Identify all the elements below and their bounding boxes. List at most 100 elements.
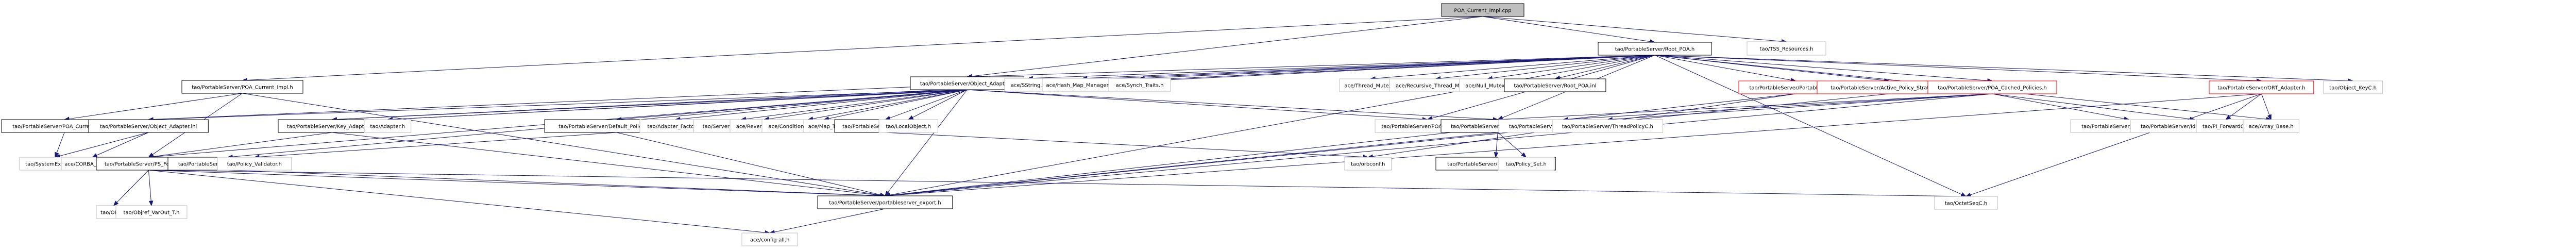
node-object-keyc[interactable]: tao/Object_KeyC.h <box>2323 80 2383 94</box>
edge-obj-adapter-h-to-poa-macros <box>889 89 968 119</box>
edge-root-poa-h-to-root-poa-inl <box>1560 55 1655 78</box>
node-policy-validator[interactable]: tao/Policy_Validator.h <box>217 157 292 171</box>
node-label: tao/PortableServer/Active_Policy_Strateg… <box>1831 86 1947 91</box>
edge-ort-adapter-to-ps-export <box>889 93 2262 196</box>
node-tss-res[interactable]: tao/TSS_Resources.h <box>1747 41 1826 56</box>
edge-root-poa-h-to-null-mutex <box>1492 55 1655 79</box>
node-label: tao/PortableServer/POA_Current_Impl.h <box>192 85 293 91</box>
edges-layer <box>54 16 2354 235</box>
edge-ps-forwardc-to-octetseqc <box>148 170 1962 197</box>
node-label: ace/config-all.h <box>750 238 790 243</box>
node-label: tao/Objref_VarOut_T.h <box>123 210 179 216</box>
node-root-poa-inl[interactable]: tao/PortableServer/Root_POA.inl <box>1504 78 1606 92</box>
node-adapter-h[interactable]: tao/Adapter.h <box>364 119 412 133</box>
edge-obj-adapter-h-to-ps-export <box>888 89 968 193</box>
node-threadpolicy[interactable]: tao/PortableServer/ThreadPolicyC.h <box>1552 119 1664 133</box>
node-ps-export[interactable]: tao/PortableServer/portableserver_export… <box>817 195 953 209</box>
node-label: tao/Policy_Validator.h <box>227 162 282 168</box>
edge-key-adapters-to-ps-export <box>332 132 881 196</box>
node-label: tao/PortableServer/Object_Adapter.h <box>920 81 1014 87</box>
edge-root-poa-h-to-object-keyc <box>1654 55 2349 81</box>
edge-default-pv-to-policy-validator <box>259 132 617 157</box>
node-config-all[interactable]: ace/config-all.h <box>741 232 798 246</box>
edge-ps-forwardc-to-config-all <box>148 170 766 233</box>
node-box <box>1108 78 1171 92</box>
edge-obj-adapter-h-to-poamanagerc <box>967 89 1423 120</box>
edge-ort-adapter-to-octetseqc <box>1970 93 2262 195</box>
node-box <box>741 232 798 246</box>
node-poa-cached[interactable]: tao/PortableServer/POA_Cached_Policies.h <box>1927 80 2057 94</box>
node-label: ace/Hash_Map_Manager_T.h <box>1046 83 1118 89</box>
edge-root-to-poa-cur-h <box>247 16 1483 81</box>
arrowhead-icon <box>91 153 98 158</box>
edge-poa-cur-h-to-poa-cur-inl <box>69 93 243 120</box>
node-label: ace/SString.h <box>1011 83 1045 89</box>
arrowhead-icon <box>907 115 914 120</box>
node-box <box>88 119 209 133</box>
node-orbconf[interactable]: tao/orbconf.h <box>1344 157 1392 171</box>
edge-ps-forwardc-to-objref-varout <box>148 170 151 202</box>
node-label: tao/PortableServer/LifespanPolicyC.h <box>2081 124 2176 130</box>
arrowhead-icon <box>885 115 891 120</box>
node-label: tao/PortableServer/Root_POA.inl <box>1514 84 1596 89</box>
arrowhead-icon <box>113 201 119 206</box>
node-label: POA_Current_Impl.cpp <box>1454 8 1511 14</box>
edge-root-poa-h-to-obj-adapter-h <box>972 55 1655 77</box>
node-label: tao/PortableServer/Root_POA.h <box>1615 47 1695 53</box>
node-box <box>1552 119 1664 133</box>
node-label: ace/Thread_Mutex.h <box>1344 84 1396 89</box>
node-ort-adapter[interactable]: tao/PortableServer/ORT_Adapter.h <box>2209 80 2314 94</box>
edge-root-poa-h-to-octetseqc <box>1654 55 1962 195</box>
node-localobject[interactable]: tao/LocalObject.h <box>878 119 938 133</box>
edge-obj-adapter-h-to-poa-policy-set-h <box>967 89 1494 120</box>
node-policy-set[interactable]: tao/Policy_Set.h <box>1498 157 1554 171</box>
node-label: tao/Adapter.h <box>370 124 405 130</box>
node-poa-cur-h[interactable]: tao/PortableServer/POA_Current_Impl.h <box>181 80 303 94</box>
edge-poa-cached-to-lifespan <box>1992 93 2125 119</box>
edge-obj-adapter-h-to-reverse-lock <box>768 89 968 120</box>
node-objref-varout[interactable]: tao/Objref_VarOut_T.h <box>115 205 188 219</box>
edge-poa-cached-to-threadpolicy <box>1612 93 1993 120</box>
arrowhead-icon <box>148 201 154 207</box>
node-label: tao/PI_ForwardC.h <box>2202 124 2249 130</box>
edge-root-poa-h-to-rec-thread-mutex <box>1440 55 1655 79</box>
node-box <box>1498 157 1554 171</box>
node-label: tao/PortableServer/Default_Policy_Valida… <box>558 124 674 130</box>
edge-root-poa-h-to-sstring <box>1032 55 1655 79</box>
edge-active-policy-to-ps-export <box>889 93 1889 196</box>
node-synch-traits[interactable]: ace/Synch_Traits.h <box>1108 78 1171 92</box>
edge-ort-adapter-to-array-base <box>2261 93 2270 115</box>
edge-obj-adapter-h-to-key-adapters <box>336 89 968 120</box>
edge-obj-adapter-h-to-server-strategy <box>745 89 968 120</box>
node-root-poa-h[interactable]: tao/PortableServer/Root_POA.h <box>1598 42 1712 56</box>
node-label: tao/OctetSeqC.h <box>1945 201 1987 207</box>
node-box <box>1934 196 1998 210</box>
edge-key-adapters-to-ps-forwardc <box>153 132 332 157</box>
node-label: tao/PortableServer/POA_Policy_Set.inl <box>1447 162 1544 168</box>
edge-default-pv-to-ps-export <box>616 132 881 195</box>
node-root[interactable]: POA_Current_Impl.cpp <box>1441 3 1524 17</box>
edge-obj-adapter-inl-to-corba-macros <box>96 132 149 156</box>
node-label: tao/PortableServer/POAManagerC.h <box>1381 124 1473 130</box>
edge-poa-cur-h-to-ps-export <box>242 93 881 196</box>
node-label: tao/Adapter_Factory.h <box>648 124 704 130</box>
edge-root-poa-h-to-ort-adapter <box>1654 55 2257 81</box>
node-obj-adapter-inl[interactable]: tao/PortableServer/Object_Adapter.inl <box>88 119 209 133</box>
node-label: ace/Map_T.h <box>808 124 840 130</box>
edge-root-poa-h-to-thread-mutex <box>1375 55 1655 79</box>
edge-ps-export-to-config-all <box>774 208 886 232</box>
node-box <box>2323 80 2383 94</box>
arrowhead-icon <box>1494 152 1499 158</box>
edge-ort-adapter-to-pi-forwardc <box>2229 93 2262 118</box>
edge-poa-policy-set-h-to-ps-export <box>889 132 1498 196</box>
node-label: tao/PortableServer/Object_Adapter.inl <box>100 124 197 130</box>
edge-poa-macros-to-orbconf <box>885 132 1364 158</box>
node-label: tao/PortableServer/Key_Adapters.h <box>287 124 377 130</box>
node-octetseqc[interactable]: tao/OctetSeqC.h <box>1934 196 1998 210</box>
edge-poa-cached-to-idassign <box>1567 93 1993 120</box>
arrowhead-icon <box>2225 115 2231 120</box>
node-label: tao/PortableServer/portableserver_export… <box>829 201 941 206</box>
node-array-base[interactable]: ace/Array_Base.h <box>2243 119 2299 133</box>
node-label: tao/ORB.h <box>100 210 127 216</box>
